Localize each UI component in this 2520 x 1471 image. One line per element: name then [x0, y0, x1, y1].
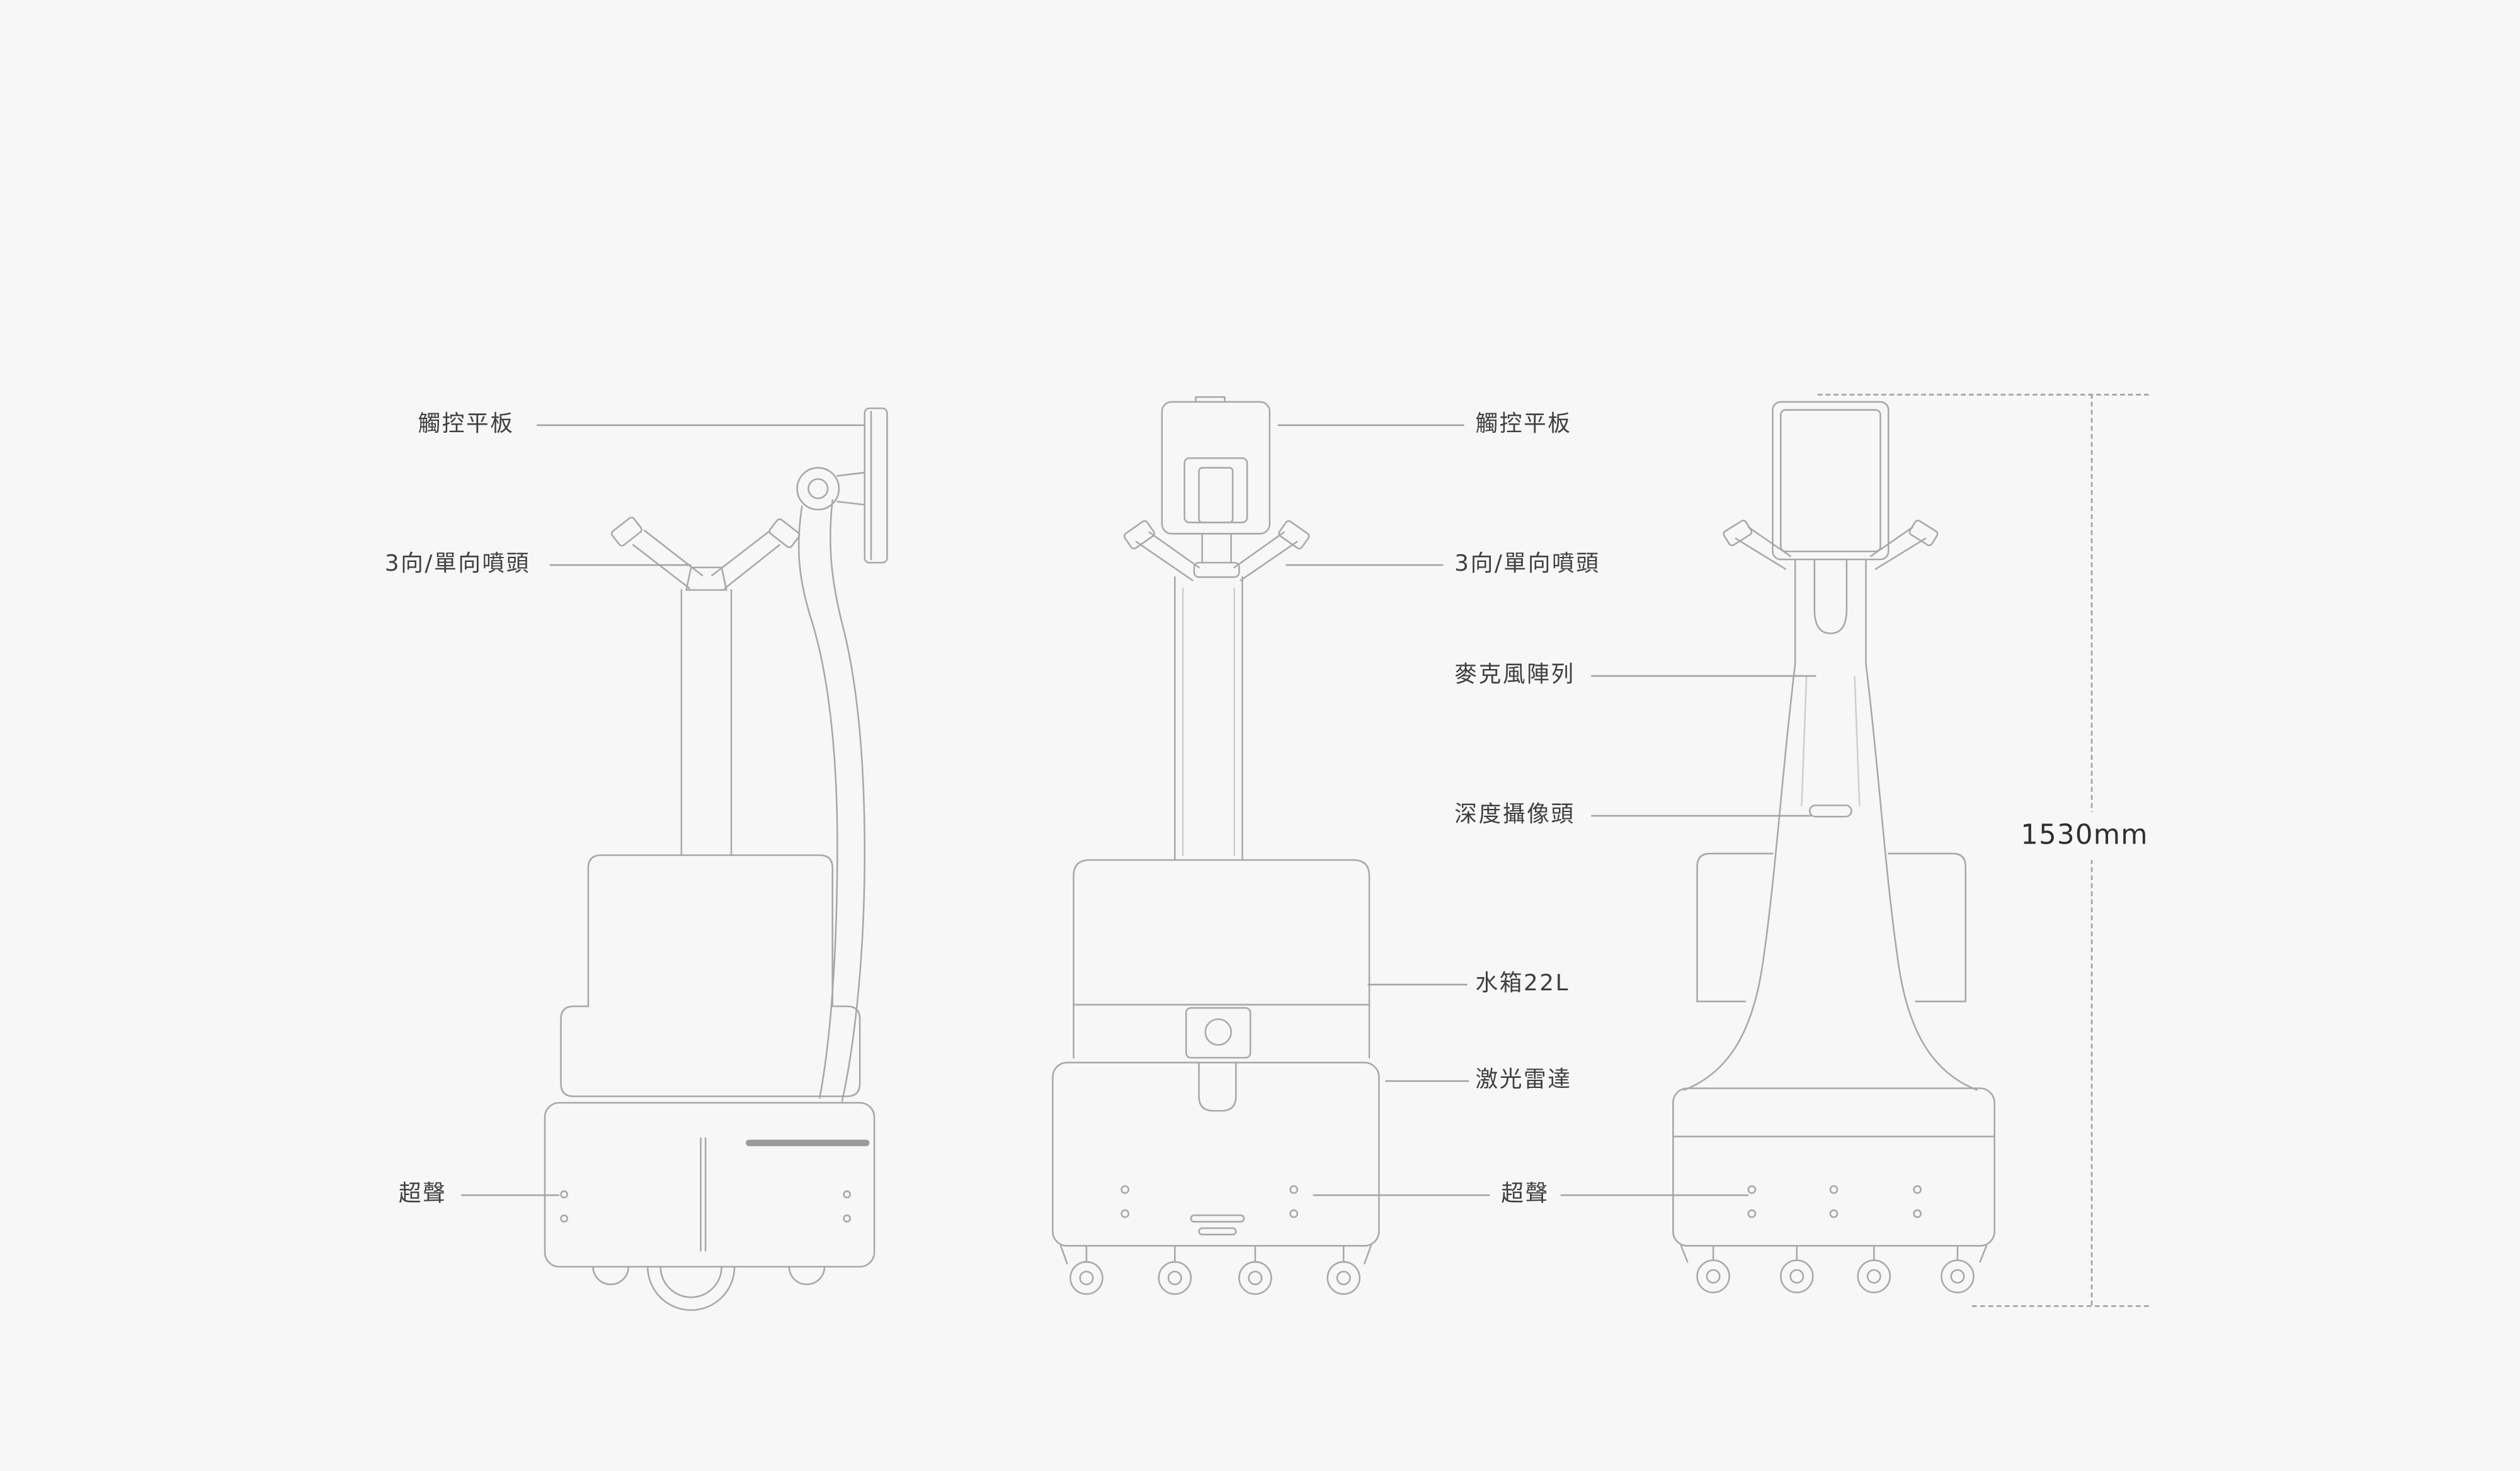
robot-front-view-drawing — [1052, 396, 1380, 1295]
spray-nozzle-drawing — [1123, 520, 1310, 581]
callout-touch-panel-front: 觸控平板 — [1475, 411, 1572, 438]
leader-spray-nozzle-side — [549, 564, 692, 566]
callout-water-tank: 水箱22L — [1475, 971, 1570, 997]
head-mic-array-drawing — [1794, 558, 1867, 665]
leader-spray-nozzle-front — [1286, 564, 1444, 566]
robot-side-view-drawing — [544, 407, 888, 1311]
dimension-line-bottom — [1971, 1305, 2149, 1307]
wheels-drawing — [1059, 1245, 1372, 1295]
leader-mic-array — [1591, 675, 1816, 677]
height-dimension-label: 1530mm — [2012, 811, 2157, 861]
wheels-drawing — [1680, 1245, 1988, 1293]
leader-touch-panel-side — [537, 424, 865, 426]
wheels-drawing — [592, 1266, 826, 1311]
leader-lidar — [1385, 1080, 1469, 1082]
tank-drawing — [1696, 852, 1967, 1002]
callout-spray-nozzle-front: 3向/單向噴頭 — [1454, 551, 1600, 578]
leader-touch-panel-front — [1277, 424, 1464, 426]
spray-nozzle-drawing — [1723, 519, 1939, 570]
callout-mic-array: 麥克風陣列 — [1454, 662, 1575, 689]
leader-depth-camera — [1591, 815, 1811, 817]
base-drawing — [1052, 1062, 1380, 1247]
support-arm-drawing — [797, 499, 866, 1102]
spray-nozzle-drawing — [610, 517, 801, 591]
tank-drawing — [1073, 859, 1371, 1059]
depth-camera-slot-drawing — [1808, 804, 1852, 818]
robot-rear-view-drawing — [1672, 401, 1995, 1293]
leader-water-tank — [1367, 983, 1468, 986]
dimension-line-top — [1817, 394, 2149, 396]
tablet-rear-drawing — [1772, 401, 1890, 561]
column-drawing — [1174, 576, 1243, 861]
base-drawing — [544, 1102, 875, 1268]
leader-ultrasonic-center-left — [1313, 1194, 1490, 1196]
tablet-side-drawing — [796, 407, 888, 564]
callout-touch-panel-side: 觸控平板 — [418, 411, 515, 438]
tablet-front-drawing — [1161, 396, 1271, 578]
callout-ultrasonic-center: 超聲 — [1501, 1181, 1549, 1208]
leader-ultrasonic-center-right — [1560, 1194, 1749, 1196]
column-drawing — [680, 589, 733, 856]
callout-lidar: 激光雷達 — [1475, 1067, 1572, 1094]
callout-ultrasonic-side: 超聲 — [398, 1181, 447, 1208]
base-drawing — [1672, 1087, 1995, 1247]
tank-band-drawing — [560, 1005, 861, 1097]
callout-spray-nozzle-side: 3向/單向噴頭 — [384, 551, 531, 578]
tank-drawing — [587, 854, 834, 1007]
leader-ultrasonic-side — [461, 1194, 559, 1196]
callout-depth-camera: 深度攝像頭 — [1454, 802, 1575, 828]
back-column-drawing — [1683, 663, 1978, 1091]
